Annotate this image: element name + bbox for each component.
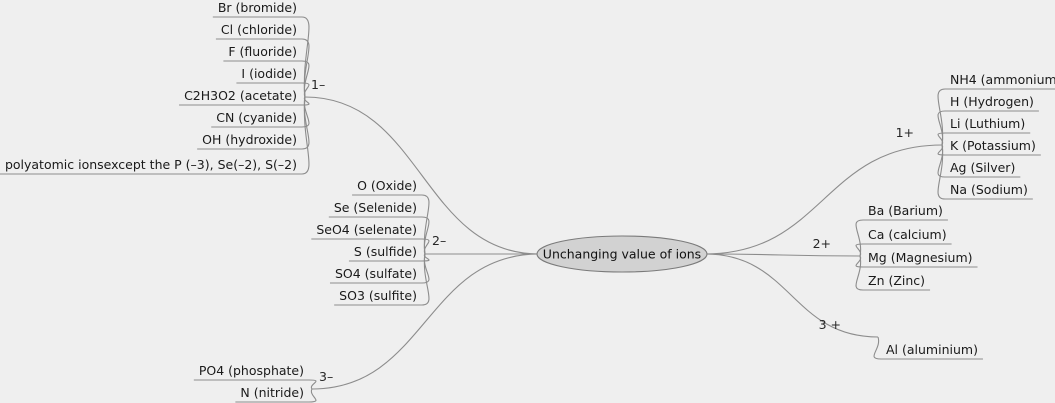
leaf-label: SeO4 (selenate): [316, 222, 417, 237]
leaf-label: O (Oxide): [357, 178, 417, 193]
leaf-connector: [308, 388, 317, 403]
leaf-label: F (fluoride): [228, 44, 297, 59]
leaf-label: All polyatomic ionsexcept the P (–3), Se…: [0, 157, 297, 172]
leaf-label: PO4 (phosphate): [199, 363, 304, 378]
leaf-node[interactable]: Na (Sodium): [937, 144, 1033, 200]
leaf-label: H (Hydrogen): [950, 94, 1034, 109]
leaf-label: I (iodide): [241, 66, 297, 81]
leaf-connector: [301, 96, 310, 175]
branch-trunk-plus-2: [704, 253, 861, 257]
leaf-label: SO4 (sulfate): [335, 266, 417, 281]
leaf-node[interactable]: NH4 (ammonium): [937, 72, 1055, 146]
leaf-connector: [301, 82, 310, 98]
leaf-connector: [301, 38, 310, 98]
leaf-node[interactable]: Ba (Barium): [855, 203, 948, 257]
leaf-label: C2H3O2 (acetate): [184, 88, 297, 103]
root-node-label: Unchanging value of ions: [543, 247, 701, 262]
leaf-label: Br (bromide): [218, 0, 297, 15]
leaf-label: Se (Selenide): [334, 200, 417, 215]
leaf-label: S (sulfide): [354, 244, 417, 259]
leaf-node[interactable]: PO4 (phosphate): [193, 363, 317, 390]
leaf-node[interactable]: SO3 (sulfite): [334, 253, 430, 306]
leaf-connector: [855, 255, 864, 268]
leaf-node[interactable]: Al (aluminium): [873, 336, 983, 360]
leaf-label: N (nitride): [240, 385, 304, 400]
root-node-layer: Unchanging value of ions: [536, 235, 708, 273]
leaf-label: Zn (Zinc): [868, 273, 925, 288]
leaf-label: CN (cyanide): [216, 110, 297, 125]
leaf-label: Ba (Barium): [868, 203, 943, 218]
leaf-node[interactable]: Se (Selenide): [328, 200, 430, 255]
leaf-label: Ag (Silver): [950, 160, 1015, 175]
leaf-label: NH4 (ammonium): [950, 72, 1055, 87]
leaf-connector: [855, 243, 864, 257]
leaf-node[interactable]: I (iodide): [236, 66, 310, 98]
leaf-connector: [873, 336, 882, 360]
leaf-node[interactable]: All polyatomic ionsexcept the P (–3), Se…: [0, 96, 310, 175]
leaf-node[interactable]: K (Potassium): [937, 138, 1041, 156]
leaf-label: Li (Luthium): [950, 116, 1025, 131]
leaf-connector: [937, 144, 946, 156]
leaf-node[interactable]: O (Oxide): [352, 178, 430, 255]
leaf-label: OH (hydroxide): [202, 132, 297, 147]
leaf-node[interactable]: C2H3O2 (acetate): [179, 88, 310, 106]
branch-trunk-plus-1: [704, 144, 943, 255]
branch-trunk-plus-3: [704, 253, 879, 338]
leaf-connector: [937, 144, 946, 200]
leaf-connector: [855, 219, 864, 257]
branch-label-plus-1: 1+: [896, 125, 914, 140]
connector-links-layer: [304, 96, 943, 390]
branch-label-plus-3: 3 +: [819, 317, 841, 332]
leaf-node[interactable]: N (nitride): [235, 385, 317, 403]
branch-labels-layer: 1– 2– 3– 1+ 2+ 3 +: [311, 77, 914, 384]
leaf-connector: [308, 379, 317, 390]
leaf-connector: [421, 238, 430, 255]
branch-label-plus-2: 2+: [813, 236, 831, 251]
leaf-label: SO3 (sulfite): [339, 288, 417, 303]
leaf-node[interactable]: Zn (Zinc): [855, 255, 931, 291]
leaf-label: Cl (chloride): [221, 22, 297, 37]
branch-trunk-minus-1: [304, 96, 540, 255]
branch-label-minus-2: 2–: [432, 233, 446, 248]
root-node-ellipse[interactable]: [536, 235, 708, 273]
leaf-node[interactable]: Ag (Silver): [937, 144, 1021, 178]
branch-label-minus-1: 1–: [311, 77, 325, 92]
branch-label-minus-3: 3–: [319, 369, 333, 384]
leaf-connector: [421, 194, 430, 255]
leaf-node[interactable]: S (sulfide): [348, 244, 430, 262]
leaf-label: Mg (Magnesium): [868, 250, 973, 265]
leaf-node[interactable]: Li (Luthium): [937, 116, 1031, 146]
leaf-connector: [421, 253, 430, 262]
leaf-node[interactable]: Cl (chloride): [215, 22, 310, 98]
leaf-label: Na (Sodium): [950, 182, 1028, 197]
leaf-connector: [301, 96, 310, 106]
leaf-connector: [937, 132, 946, 146]
leaf-node[interactable]: SeO4 (selenate): [311, 222, 430, 255]
leaf-node[interactable]: Ca (calcium): [855, 227, 952, 257]
leaf-node[interactable]: Mg (Magnesium): [855, 250, 978, 268]
branch-trunk-minus-3: [311, 253, 540, 390]
leaf-connector: [855, 255, 864, 291]
leaf-label: Ca (calcium): [868, 227, 947, 242]
leaf-connector: [421, 253, 430, 306]
leaf-label: Al (aluminium): [886, 342, 978, 357]
leaf-label: K (Potassium): [950, 138, 1036, 153]
